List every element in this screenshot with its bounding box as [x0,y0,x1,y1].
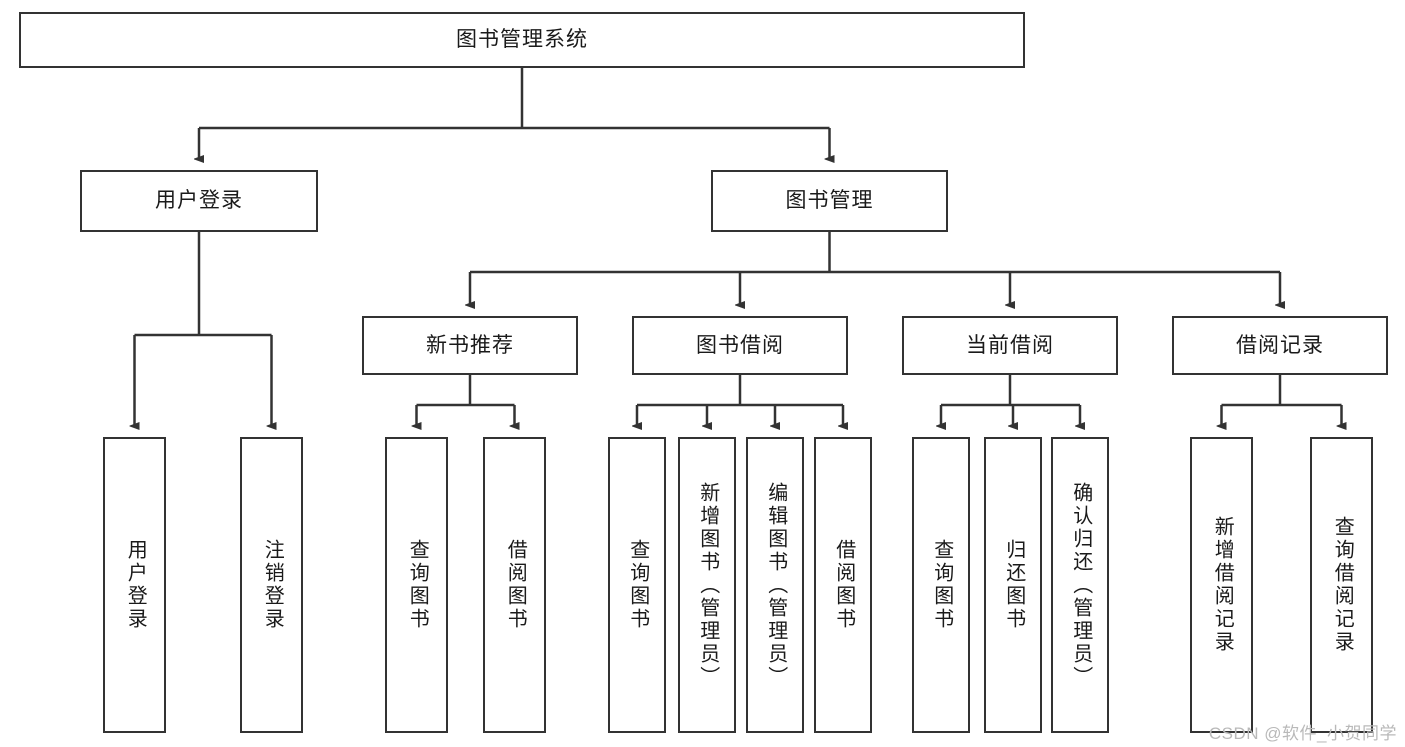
node-label: 注销登录 [261,539,284,631]
node-label: 归还图书 [1002,539,1025,631]
node-label: 图书管理系统 [456,28,588,52]
node-borrow[interactable]: 图书借阅 [632,316,848,375]
node-c_return[interactable]: 归还图书 [984,437,1042,733]
node-label: 编辑图书（管理员） [764,481,787,689]
node-r_add[interactable]: 新增借阅记录 [1190,437,1253,733]
node-label: 借阅图书 [504,539,527,631]
node-label: 新增借阅记录 [1211,516,1234,654]
edge-group [135,68,1342,426]
node-label: 借阅图书 [832,539,855,631]
node-login[interactable]: 用户登录 [80,170,318,232]
node-n_query[interactable]: 查询图书 [385,437,448,733]
node-current[interactable]: 当前借阅 [902,316,1118,375]
node-label: 确认归还（管理员） [1069,481,1092,689]
node-label: 用户登录 [155,189,243,213]
node-l_logout[interactable]: 注销登录 [240,437,303,733]
node-records[interactable]: 借阅记录 [1172,316,1388,375]
node-n_borrow[interactable]: 借阅图书 [483,437,546,733]
node-label: 查询图书 [930,539,953,631]
node-b_add[interactable]: 新增图书（管理员） [678,437,736,733]
node-b_borrow[interactable]: 借阅图书 [814,437,872,733]
node-b_edit[interactable]: 编辑图书（管理员） [746,437,804,733]
node-label: 新书推荐 [426,333,514,357]
node-label: 图书管理 [785,189,874,213]
node-c_query[interactable]: 查询图书 [912,437,970,733]
node-b_query[interactable]: 查询图书 [608,437,666,733]
node-newbooks[interactable]: 新书推荐 [362,316,578,375]
node-l_login[interactable]: 用户登录 [103,437,166,733]
node-root[interactable]: 图书管理系统 [19,12,1025,68]
node-c_confirm[interactable]: 确认归还（管理员） [1051,437,1109,733]
node-label: 查询图书 [626,539,649,631]
node-label: 查询图书 [406,539,429,631]
node-bookmgmt[interactable]: 图书管理 [711,170,948,232]
node-label: 新增图书（管理员） [696,481,719,689]
node-label: 图书借阅 [696,333,784,357]
node-label: 查询借阅记录 [1331,516,1354,654]
node-label: 用户登录 [124,539,147,631]
node-r_query[interactable]: 查询借阅记录 [1310,437,1373,733]
node-label: 当前借阅 [966,333,1054,357]
node-label: 借阅记录 [1236,333,1324,357]
